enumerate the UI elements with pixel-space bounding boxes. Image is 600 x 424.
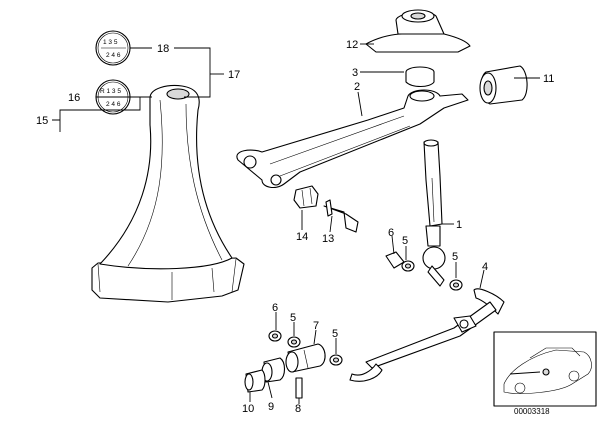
- pattern-16-bottom: 2 4 6: [106, 101, 121, 108]
- shift-rod-4: [349, 288, 505, 382]
- spring-clip-6-upper: [385, 251, 405, 269]
- washer-5-lower-right: [329, 354, 343, 366]
- callout-1: 1: [456, 219, 462, 231]
- ring-3: [405, 66, 435, 88]
- callout-6-lower: 6: [272, 302, 278, 314]
- leader-lines: [52, 43, 540, 404]
- pattern-18-top: 1 3 5: [103, 39, 118, 46]
- callout-12: 12: [346, 39, 358, 51]
- callout-9: 9: [268, 401, 274, 413]
- callout-5-upper-right: 5: [452, 251, 458, 263]
- washer-5-lower-left: [287, 336, 301, 348]
- bracket-13: [323, 199, 359, 233]
- callout-14: 14: [296, 231, 308, 243]
- callout-10: 10: [242, 403, 254, 415]
- callout-5-lower-left: 5: [290, 312, 296, 324]
- bushing-11: [479, 65, 528, 105]
- pattern-18-bottom: 2 4 6: [106, 52, 121, 59]
- pin-8-lower: [295, 377, 303, 399]
- washer-5-upper-right: [449, 279, 463, 291]
- callout-labels: 18 17 16 15 12 3 11 2 1 14 13 6 5 5 4 6 …: [36, 39, 554, 415]
- bushing-7: [285, 343, 326, 373]
- clip-14: [293, 185, 319, 209]
- callout-18: 18: [157, 43, 169, 55]
- callout-16: 16: [68, 92, 80, 104]
- shift-boot-with-knob: [91, 84, 245, 303]
- bushing-10: [244, 369, 266, 393]
- callout-4: 4: [482, 261, 488, 273]
- callout-5-lower-right: 5: [332, 328, 338, 340]
- shift-lever-1: [422, 139, 446, 287]
- washer-5-upper-left: [401, 260, 415, 272]
- washer-6-lower: [268, 330, 282, 342]
- callout-2: 2: [354, 81, 360, 93]
- pattern-16-top: R 1 3 5: [100, 88, 121, 95]
- callout-17: 17: [228, 69, 240, 81]
- vehicle-thumbnail: 00003318: [493, 331, 597, 416]
- callout-15: 15: [36, 115, 48, 127]
- callout-11: 11: [543, 73, 554, 85]
- callout-13: 13: [322, 233, 334, 245]
- callout-3: 3: [352, 67, 358, 79]
- shift-pattern-disc-18: 1 3 5 2 4 6: [95, 30, 131, 66]
- callout-7: 7: [313, 320, 319, 332]
- selector-arm-2: [236, 89, 469, 189]
- bearing-bushing-12: [365, 9, 471, 53]
- callout-8-lower: 8: [295, 403, 301, 415]
- callout-5-upper-left: 5: [402, 235, 408, 247]
- callout-6-upper: 6: [388, 227, 394, 239]
- diagram-code: 00003318: [514, 407, 550, 416]
